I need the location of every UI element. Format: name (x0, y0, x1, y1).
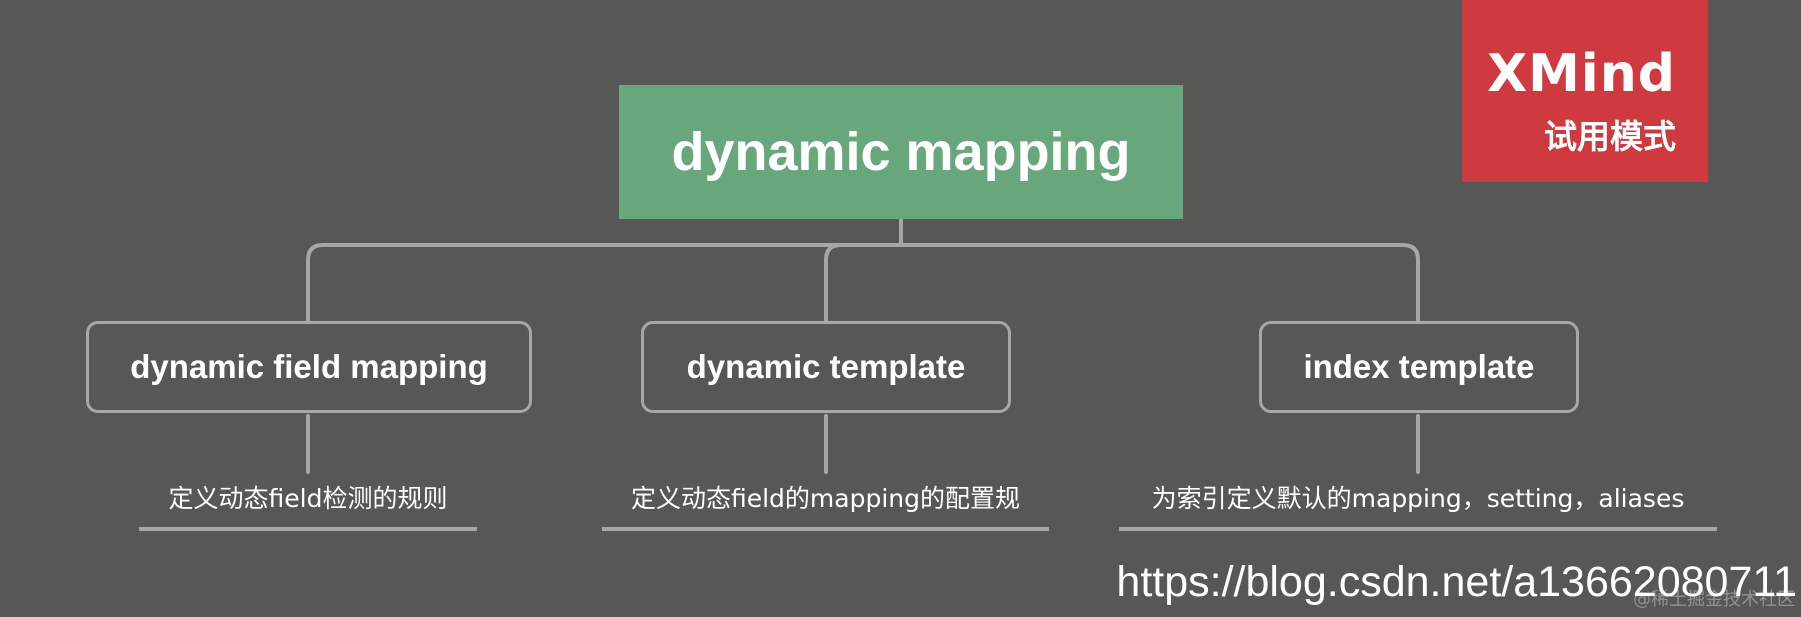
connector-middle-drop (824, 243, 843, 322)
subtopic-dynamic-field-mapping-desc[interactable]: 定义动态field检测的规则 (168, 484, 448, 513)
watermark-faint-text: @稀土掘金技术社区 (1633, 589, 1795, 610)
xmind-trial-badge: XMind 试用模式 (1462, 0, 1708, 182)
subtopic-underline-1 (139, 527, 477, 531)
subtopic-underline-3 (1119, 527, 1717, 531)
subtopic-underline-2 (602, 527, 1049, 531)
watermark-url: https://blog.csdn.net/a13662080711 (1116, 558, 1797, 606)
root-topic[interactable]: dynamic mapping (619, 85, 1183, 219)
topic-dynamic-template[interactable]: dynamic template (641, 321, 1011, 413)
topic-index-template[interactable]: index template (1259, 321, 1579, 413)
badge-subtitle: 试用模式 (1544, 117, 1676, 156)
subtopic-dynamic-template-desc[interactable]: 定义动态field的mapping的配置规 (630, 484, 1020, 513)
subtopic-index-template-desc[interactable]: 为索引定义默认的mapping，setting，aliases (1151, 484, 1685, 513)
topic-dynamic-field-mapping[interactable]: dynamic field mapping (86, 321, 532, 413)
badge-title: XMind (1487, 44, 1676, 104)
connector-bus (306, 243, 1420, 322)
